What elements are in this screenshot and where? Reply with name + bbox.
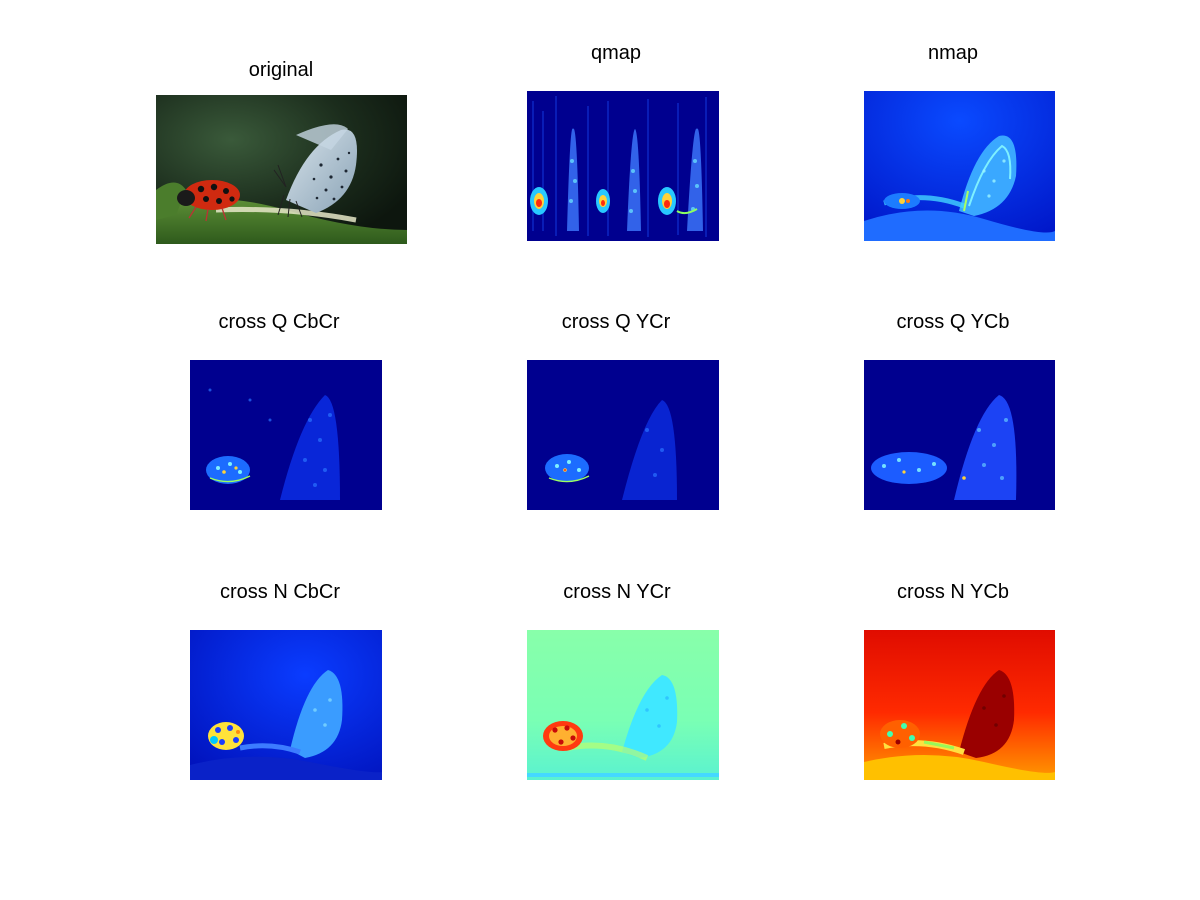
panel-title-qmap: qmap bbox=[590, 42, 642, 64]
panel-title-crossn-ycr: cross N YCr bbox=[563, 581, 671, 603]
crossn-ycb-image bbox=[864, 630, 1055, 780]
crossn-ycb-heatmap bbox=[864, 630, 1055, 780]
panel-title-nmap: nmap bbox=[927, 42, 979, 64]
crossq-ycb-image bbox=[864, 360, 1055, 510]
qmap-heatmap bbox=[527, 91, 719, 241]
crossq-ycb-heatmap bbox=[864, 360, 1055, 510]
crossq-ycr-heatmap bbox=[527, 360, 719, 510]
crossq-ycr-image bbox=[527, 360, 719, 510]
crossn-ycr-image bbox=[527, 630, 719, 780]
crossn-cbcr-heatmap bbox=[190, 630, 382, 780]
original-image bbox=[156, 95, 407, 244]
nmap-heatmap bbox=[864, 91, 1055, 241]
qmap-image bbox=[527, 91, 719, 241]
panel-title-crossq-cbcr: cross Q CbCr bbox=[218, 311, 340, 333]
panel-title-crossq-ycb: cross Q YCb bbox=[896, 311, 1010, 333]
panel-title-crossq-ycr: cross Q YCr bbox=[561, 311, 671, 333]
crossn-cbcr-image bbox=[190, 630, 382, 780]
crossn-ycr-heatmap bbox=[527, 630, 719, 780]
ladybug-butterfly-photo bbox=[156, 95, 407, 244]
panel-title-crossn-cbcr: cross N CbCr bbox=[219, 581, 341, 603]
crossq-cbcr-image bbox=[190, 360, 382, 510]
nmap-image bbox=[864, 91, 1055, 241]
panel-title-original: original bbox=[248, 59, 314, 81]
panel-title-crossn-ycb: cross N YCb bbox=[897, 581, 1009, 603]
crossq-cbcr-heatmap bbox=[190, 360, 382, 510]
